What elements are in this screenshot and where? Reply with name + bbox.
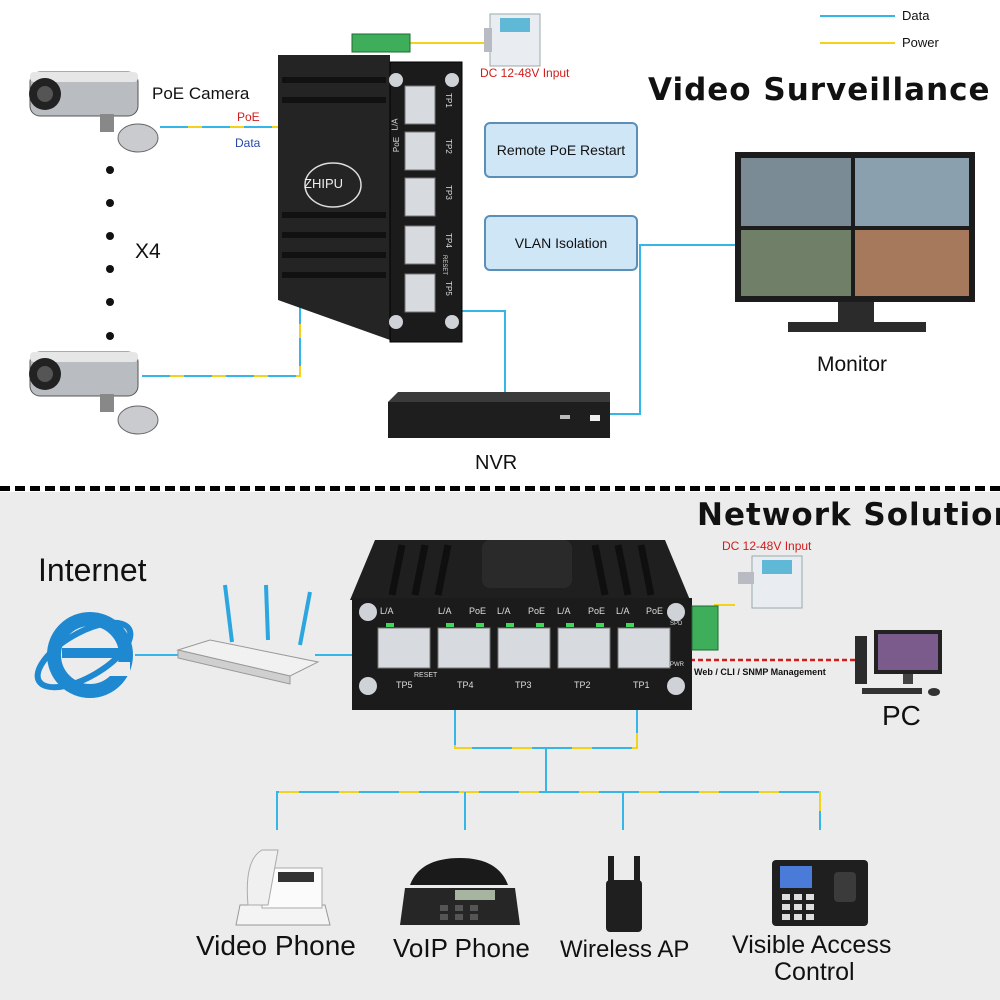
top-port-label-tp1: TP1 — [443, 93, 453, 108]
nvr — [388, 392, 610, 438]
pwr-label: PWR — [670, 662, 684, 668]
camera-multiplier: X4 — [135, 240, 161, 263]
bottom-port-label-tp5: TP5 — [396, 680, 413, 690]
bottom-reset-label: RESET — [414, 672, 438, 679]
video-surveillance-heading: Video Surveillance — [648, 72, 991, 108]
poe-camera-2 — [29, 351, 159, 435]
top-dc-input-label: DC 12-48V Input — [480, 66, 570, 80]
voip-phone-label: VoIP Phone — [393, 933, 530, 963]
bottom-top-label-3: PoE — [469, 606, 487, 616]
top-port-label-tp3: TP3 — [443, 185, 453, 200]
bottom-top-label-1: L/A — [380, 606, 394, 616]
internet-explorer-icon — [34, 612, 134, 698]
pc-label: PC — [882, 700, 921, 731]
poe-camera-label: PoE Camera — [152, 84, 250, 103]
monitor — [735, 152, 975, 332]
top-power-supply — [484, 13, 541, 67]
bottom-power-supply — [738, 555, 803, 609]
bottom-dc-input-label: DC 12-48V Input — [722, 539, 812, 553]
top-poe-switch — [278, 33, 463, 343]
wireless-ap-label: Wireless AP — [560, 936, 690, 963]
voip-phone — [400, 858, 520, 925]
bottom-top-label-8: L/A — [616, 606, 630, 616]
poe-line-label: PoE — [237, 110, 260, 124]
top-poe-indicator-label: PoE — [392, 136, 402, 153]
top-port-label-tp4: TP4 — [443, 233, 453, 248]
access-control-label-line1: Visible Access — [732, 931, 892, 959]
nvr-label: NVR — [475, 452, 518, 474]
bottom-top-label-9: PoE — [646, 606, 664, 616]
data-line-label: Data — [235, 136, 261, 150]
camera-repeat-dots — [106, 166, 114, 340]
wireless-ap — [606, 856, 642, 932]
legend-data-label: Data — [902, 8, 930, 23]
bottom-top-label-4: L/A — [497, 606, 511, 616]
remote-poe-restart-box: Remote PoE Restart — [484, 122, 638, 178]
pc — [855, 630, 942, 696]
video-phone — [235, 849, 331, 926]
legend-power-label: Power — [902, 35, 939, 50]
bottom-top-label-5: PoE — [528, 606, 546, 616]
bottom-port-label-tp3: TP3 — [515, 680, 532, 690]
bottom-port-label-tp4: TP4 — [457, 680, 474, 690]
poe-camera-1 — [29, 71, 159, 153]
bottom-port-label-tp2: TP2 — [574, 680, 591, 690]
top-reset-label: RESET — [441, 254, 448, 276]
video-phone-label: Video Phone — [196, 930, 356, 961]
access-control-terminal — [772, 860, 868, 926]
vlan-isolation-box: VLAN Isolation — [484, 215, 638, 271]
bottom-top-label-2: L/A — [438, 606, 452, 616]
bottom-top-label-6: L/A — [557, 606, 571, 616]
monitor-label: Monitor — [817, 353, 888, 376]
section-divider — [0, 486, 1000, 491]
management-label: Web / CLI / SNMP Management — [694, 667, 826, 677]
top-port-label-tp5: TP5 — [443, 281, 453, 296]
bottom-poe-switch — [350, 540, 719, 710]
top-port-label-tp2: TP2 — [443, 139, 453, 154]
top-switch-brand: ZHIPU — [304, 176, 343, 191]
network-solution-heading: Network Solution — [697, 497, 1000, 533]
internet-label: Internet — [38, 552, 147, 588]
access-control-label-line2: Control — [774, 958, 855, 986]
router — [176, 584, 320, 685]
top-link-indicator-label: L/A — [390, 118, 400, 131]
bottom-port-label-tp1: TP1 — [633, 680, 650, 690]
bottom-top-label-7: PoE — [588, 606, 606, 616]
spd-label: SPD — [670, 621, 683, 627]
